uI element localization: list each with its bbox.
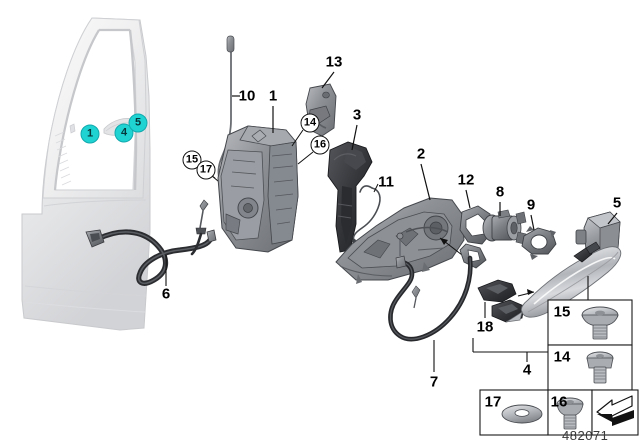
callout-4[interactable]: 4	[114, 123, 134, 143]
leader-label-2: 2	[416, 145, 426, 163]
callout-1[interactable]: 1	[80, 124, 100, 144]
hex-flange-screw-icon	[586, 351, 614, 384]
leader-label-18: 18	[476, 318, 494, 336]
part-1-door-lock-latch	[217, 106, 314, 253]
legend-panel	[479, 299, 639, 436]
diagram-number: 482071	[562, 428, 609, 443]
leader-label-9: 9	[526, 196, 536, 214]
direction-arrow-icon	[596, 395, 634, 426]
part-4-outside-door-handle	[472, 241, 622, 362]
flat-washer-icon	[501, 404, 543, 424]
legend-label-17: 17	[484, 393, 502, 411]
callout-16[interactable]: 16	[310, 135, 330, 155]
callout-14[interactable]: 14	[300, 113, 320, 133]
part-11-retaining-clip	[352, 183, 381, 243]
legend-label-14: 14	[553, 348, 571, 366]
callout-17[interactable]: 17	[196, 160, 216, 180]
flange-head-bolt-icon	[581, 306, 619, 340]
part-8-lock-cylinder	[482, 202, 527, 245]
dome-head-screw-icon	[556, 397, 584, 430]
part-3-actuating-lever	[327, 124, 373, 253]
leader-label-13: 13	[325, 53, 343, 71]
legend-label-15: 15	[553, 303, 571, 321]
part-9-lock-gasket	[521, 214, 557, 260]
leader-label-1: 1	[268, 87, 278, 105]
legend-label-16: 16	[550, 393, 568, 411]
leader-label-12: 12	[457, 171, 475, 189]
leader-label-4: 4	[522, 361, 532, 379]
leader-label-7: 7	[429, 373, 439, 391]
part-6-wiring-harness	[85, 229, 217, 286]
callout-5[interactable]: 5	[128, 113, 148, 133]
leader-label-3: 3	[352, 106, 362, 124]
leader-label-10: 10	[238, 87, 256, 105]
door-shell-illustration	[21, 17, 151, 331]
leader-label-8: 8	[495, 183, 505, 201]
leader-label-5: 5	[612, 194, 622, 212]
leader-label-11: 11	[378, 173, 394, 191]
part-7-bowden-cable	[388, 226, 473, 372]
leader-label-6: 6	[161, 285, 171, 303]
